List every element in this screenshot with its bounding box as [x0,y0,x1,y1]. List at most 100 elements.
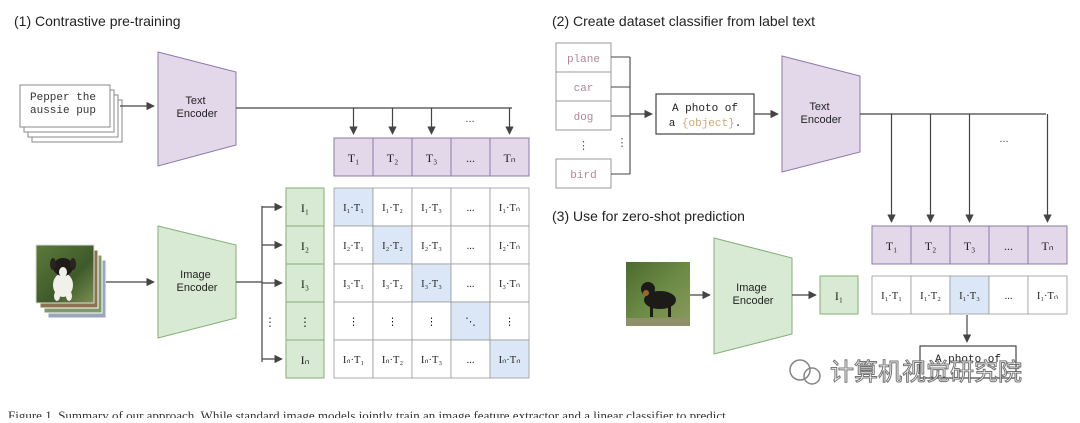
matrix-cell-text: ... [467,241,475,252]
matrix-cell-text: ... [467,203,475,214]
matrix-cell-diagonal [489,339,530,379]
i1-embedding-box [819,275,859,315]
class-label-text: car [574,83,594,95]
image-embedding-label: ⋮ [299,315,311,329]
t-down-arrows-2 [887,114,1052,223]
matrix-cell-text: I₁·Tₙ [499,203,520,214]
prompt-template-line2: a {object}. [669,118,742,130]
i-branch-ellipsis: ⋮ [264,315,276,329]
text-encoder-1 [157,51,237,167]
matrix-cell-text: ⋮ [504,317,515,328]
matrix-cell-text: I₂·Tₙ [499,241,520,252]
watermark-text: 计算机视觉研究院 [830,359,1022,386]
text-embedding-label-2: Tₙ [1041,239,1053,253]
t-down-arrows [349,108,514,135]
matrix-cell-text: I₂·T₂ [382,241,403,252]
t-top-ellipsis-2: ... [999,133,1008,145]
watermark: 计算机视觉研究院 [789,359,1023,387]
prompt-template-object: {object} [682,118,735,130]
text-embedding-cell [411,137,452,177]
matrix-cell-text: Iₙ·T₃ [421,355,443,366]
i-right-arrows: ⋮ [262,202,283,364]
matrix-cell-text: I₃·T₁ [343,279,364,290]
section2-title: (2) Create dataset classifier from label… [552,13,815,29]
image-embedding-label: I₁ [301,201,309,215]
matrix-cell [333,225,374,265]
image-embedding-cell [285,263,325,303]
caption-card-stack: Pepper the aussie pup [19,84,123,143]
matrix-cell-text: Iₙ·T₁ [343,355,364,366]
text-embedding-label-2: T₂ [925,239,937,253]
matrix-cell [411,187,452,227]
t-top-ellipsis: ... [465,113,474,125]
class-label-text: dog [574,112,594,124]
matrix-cell [333,339,374,379]
matrix-cell-text: ⋮ [426,317,437,328]
text-embedding-cell-2 [910,225,951,265]
image-encoder-1 [157,225,237,339]
matrix-cell-text: ... [467,279,475,290]
matrix-cell-text: Iₙ·Tₙ [499,355,521,366]
matrix-cell [372,263,413,303]
text-embedding-label-2: ... [1004,239,1013,253]
matrix-cell-text: ... [467,355,475,366]
matrix-cell [489,263,530,303]
text-embedding-cell-2 [1027,225,1068,265]
text-embedding-label-2: T₁ [886,239,898,253]
matrix-cell-text: I₃·T₂ [382,279,403,290]
label-bracket-lines [611,56,653,175]
text-embedding-label: T₂ [387,151,399,165]
prediction-result-box [919,345,1017,379]
prediction-cell-text: ... [1005,291,1013,302]
text-embedding-cell-2 [949,225,990,265]
image-embedding-cell [285,187,325,227]
image-embedding-label: I₂ [301,239,309,253]
section3-title: (3) Use for zero-shot prediction [552,208,745,224]
prompt-template-line1: A photo of [672,103,738,115]
text-embedding-cell-2 [988,225,1029,265]
matrix-cell-text: I₁·T₃ [421,203,442,214]
i1-embedding-label: I₁ [835,289,843,303]
prediction-cell-text: I₁·T₁ [881,291,902,302]
matrix-cell [411,339,452,379]
matrix-cell-text: ⋱ [465,317,476,328]
image-encoder-1-label: Image Encoder [177,269,218,294]
text-embedding-cell [372,137,413,177]
image-embedding-cell [285,301,325,341]
dog-image-stack [35,244,107,319]
image-encoder-2-label: Image Encoder [733,282,774,307]
section1-title: (1) Contrastive pre-training [14,13,181,29]
class-label-box [555,158,612,189]
prediction-cell [910,275,951,315]
prediction-cell-text: I₁·T₂ [920,291,941,302]
class-label-text: bird [570,170,596,182]
text-embedding-label: Tₙ [503,151,515,165]
matrix-cell [489,301,530,341]
matrix-cell-diagonal [450,301,491,341]
matrix-cell [489,187,530,227]
matrix-cell-text: I₁·T₂ [382,203,403,214]
prompt-template-suffix: . [735,118,742,130]
query-dog-photo [626,262,690,326]
class-label-text: ⋮ [578,141,589,153]
text-embedding-cell [333,137,374,177]
label-side-ellipsis: ⋮ [617,137,628,149]
matrix-cell-text: ⋮ [387,317,398,328]
matrix-cell-text: I₂·T₃ [421,241,442,252]
image-encoder-2 [713,237,793,355]
matrix-cell [333,263,374,303]
prediction-cell [1027,275,1068,315]
prediction-cell [871,275,912,315]
matrix-cell [450,263,491,303]
matrix-cell [333,301,374,341]
image-embedding-label: I₃ [301,277,309,291]
image-embedding-cell [285,225,325,265]
prompt-template-box [655,93,755,135]
